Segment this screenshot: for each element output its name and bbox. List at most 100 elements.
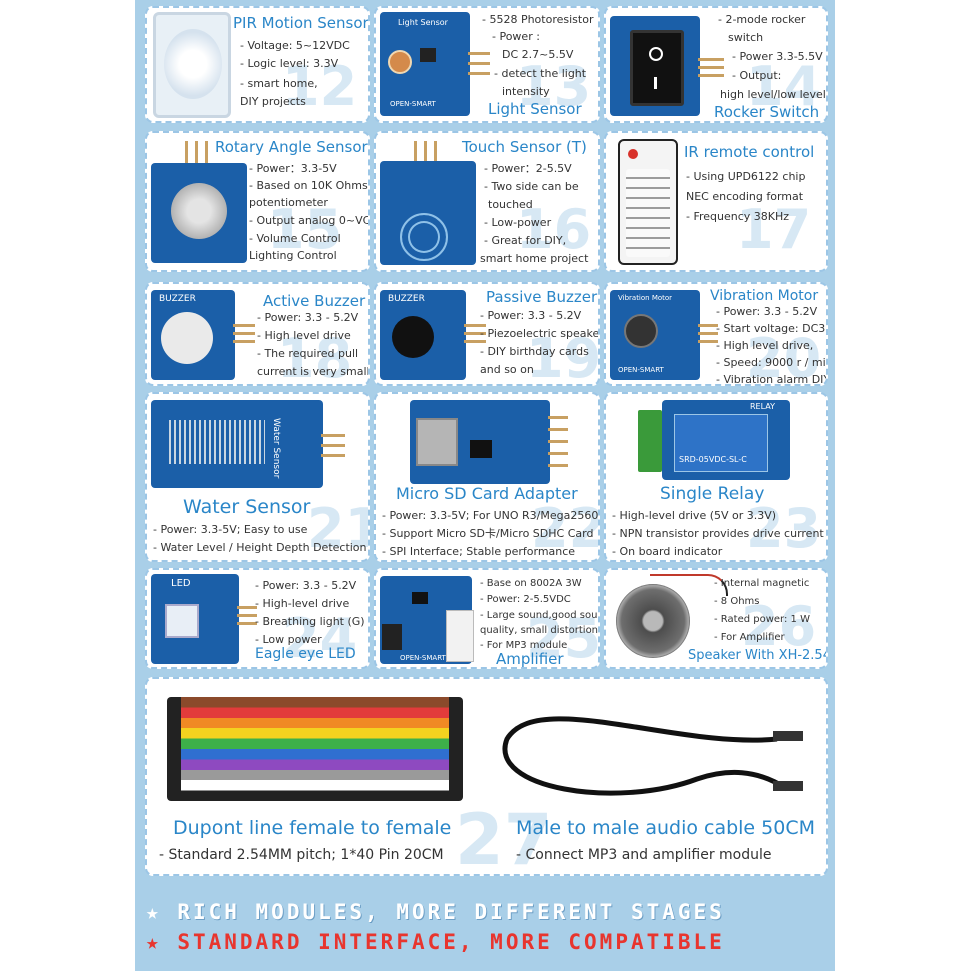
board-label: RELAY bbox=[750, 402, 775, 411]
module-number: 19 bbox=[526, 327, 600, 386]
desc-line: - Large sound,good sound bbox=[480, 610, 600, 621]
module-title: Passive Buzzer bbox=[486, 288, 598, 306]
desc-line: - Power: 3.3 - 5.2V bbox=[716, 305, 818, 318]
module-card-active-buzzer: 18 BUZZER Active Buzzer - Power: 3.3 - 5… bbox=[145, 282, 370, 386]
desc-line: - Power: 3.3 - 5.2V bbox=[480, 309, 582, 322]
module-card-ir-remote: 17 IR remote control - Using UPD6122 chi… bbox=[604, 131, 828, 272]
module-card-light-sensor: 13 Light Sensor OPEN-SMART - 5528 Photor… bbox=[374, 6, 600, 123]
desc-line: - Volume Control bbox=[249, 232, 341, 245]
slogan-1: ★ RICH MODULES, MORE DIFFERENT STAGES bbox=[146, 900, 725, 924]
desc-line: and so on bbox=[480, 363, 534, 376]
board-label: BUZZER bbox=[159, 294, 196, 304]
desc-line: - Base on 8002A 3W bbox=[480, 578, 582, 589]
module-title: Light Sensor bbox=[488, 100, 582, 118]
header-pin bbox=[237, 614, 257, 617]
desc-line: high level/low level bbox=[720, 88, 826, 101]
desc-line: - DIY birthday cards bbox=[480, 345, 589, 358]
module-title: Rocker Switch bbox=[714, 103, 820, 121]
terminal-block bbox=[638, 410, 662, 472]
module-number: 23 bbox=[746, 497, 822, 560]
star-icon: ★ bbox=[146, 900, 162, 924]
power-symbol bbox=[649, 47, 663, 61]
desc-line: - Low-power bbox=[484, 216, 552, 229]
desc-line: DIY projects bbox=[240, 95, 306, 108]
header-pin bbox=[321, 434, 345, 437]
header-pin bbox=[468, 72, 490, 75]
module-number: 18 bbox=[277, 327, 353, 386]
desc-line: - detect the light bbox=[494, 67, 587, 80]
desc-line: - Two side can be bbox=[484, 180, 579, 193]
desc-line: - High-level drive (5V or 3.3V) bbox=[612, 509, 777, 522]
desc-line: Lighting Control bbox=[249, 249, 337, 262]
desc-line: - Voltage: 5~12VDC bbox=[240, 39, 350, 52]
header-pin bbox=[468, 52, 490, 55]
led-icon bbox=[165, 604, 199, 638]
audio-title: Male to male audio cable 50CM bbox=[516, 817, 815, 839]
desc-line: switch bbox=[728, 31, 764, 44]
header-pin bbox=[464, 340, 486, 343]
sd-slot-icon bbox=[416, 418, 458, 466]
audio-cable-image bbox=[502, 716, 803, 796]
passive-buzzer-board: BUZZER bbox=[380, 290, 466, 380]
led-board: LED bbox=[151, 574, 239, 664]
desc-line: - Power 3.3-5.5V bbox=[732, 50, 823, 63]
desc-line: - Power: 2-5.5VDC bbox=[480, 594, 571, 605]
module-title: IR remote control bbox=[684, 143, 815, 161]
desc-line: - Internal magnetic bbox=[714, 578, 810, 589]
micro-sd-board bbox=[410, 400, 550, 484]
desc-line: - Power: 3.3 - 5.2V bbox=[255, 579, 357, 592]
module-card-amplifier: 25 OPEN-SMART - Base on 8002A 3W - Power… bbox=[374, 568, 600, 669]
board-label: BUZZER bbox=[388, 294, 425, 304]
desc-line: quality, small distortion bbox=[480, 625, 599, 636]
desc-line: - Vibration alarm DIY bbox=[716, 373, 828, 386]
header-pin bbox=[698, 74, 724, 77]
desc-line: touched bbox=[488, 198, 533, 211]
module-card-cables: 27 Dupont line female to female - Standa… bbox=[145, 677, 828, 876]
slogan-text: RICH MODULES, MORE DIFFERENT STAGES bbox=[177, 900, 725, 924]
module-title: Eagle eye LED bbox=[255, 646, 356, 662]
sensor-traces bbox=[169, 420, 265, 464]
desc-line: - High-level drive bbox=[255, 597, 350, 610]
desc-line: - Power: 3.3-5V; For UNO R3/Mega2560 bbox=[382, 509, 599, 522]
desc-line: - High level drive, bbox=[716, 339, 814, 352]
header-pin bbox=[464, 324, 486, 327]
rotary-sensor-board bbox=[151, 163, 247, 263]
desc-line: - smart home, bbox=[240, 77, 318, 90]
relay-model: SRD-05VDC-SL-C bbox=[679, 455, 747, 464]
module-number: 17 bbox=[736, 198, 812, 261]
desc-line: - 5528 Photoresistor bbox=[482, 13, 594, 26]
ir-remote-image bbox=[618, 139, 678, 265]
touch-sensor-board bbox=[380, 161, 476, 265]
header-pin bbox=[698, 66, 724, 69]
module-card-pir: 12 PIR Motion Sensor - Voltage: 5~12VDC … bbox=[145, 6, 370, 123]
speaker-icon bbox=[616, 584, 690, 658]
header-pin bbox=[233, 332, 255, 335]
header-pin bbox=[698, 332, 718, 335]
desc-line: - Piezoelectric speakers bbox=[480, 327, 600, 340]
desc-line: - Based on 10K Ohms bbox=[249, 179, 368, 192]
header-pin bbox=[548, 464, 568, 467]
module-number: 26 bbox=[741, 595, 817, 658]
module-title: Micro SD Card Adapter bbox=[396, 484, 578, 503]
module-card-single-relay: 23 RELAY SRD-05VDC-SL-C Single Relay - H… bbox=[604, 392, 828, 562]
desc-line: - Output analog 0~VCC bbox=[249, 214, 370, 227]
header-pin bbox=[237, 606, 257, 609]
desc-line: - Power：2-5.5V bbox=[484, 162, 572, 175]
module-title: Vibration Motor bbox=[710, 288, 819, 304]
desc-line: - Power: 3.3-5V; Easy to use bbox=[153, 523, 308, 536]
header-pin bbox=[698, 340, 718, 343]
remote-power-button bbox=[628, 149, 638, 159]
desc-line: NEC encoding format bbox=[686, 190, 804, 203]
desc-line: - On board indicator bbox=[612, 545, 723, 558]
desc-line: - Speed: 9000 r / min bbox=[716, 356, 828, 369]
header-pin bbox=[548, 428, 568, 431]
module-card-speaker: 26 - Internal magnetic - 8 Ohms - Rated … bbox=[604, 568, 828, 669]
rocker-switch-board bbox=[610, 16, 700, 116]
vibration-motor-board: Vibration Motor OPEN-SMART bbox=[610, 290, 700, 380]
desc-line: - Support Micro SD卡/Micro SDHC Card bbox=[382, 527, 594, 540]
desc-line: - Rated power: 1 W bbox=[714, 614, 810, 625]
dupont-title: Dupont line female to female bbox=[173, 817, 452, 839]
rocker-switch-icon bbox=[630, 30, 684, 106]
chip-icon bbox=[470, 440, 492, 458]
module-title: Amplifier bbox=[496, 650, 564, 668]
